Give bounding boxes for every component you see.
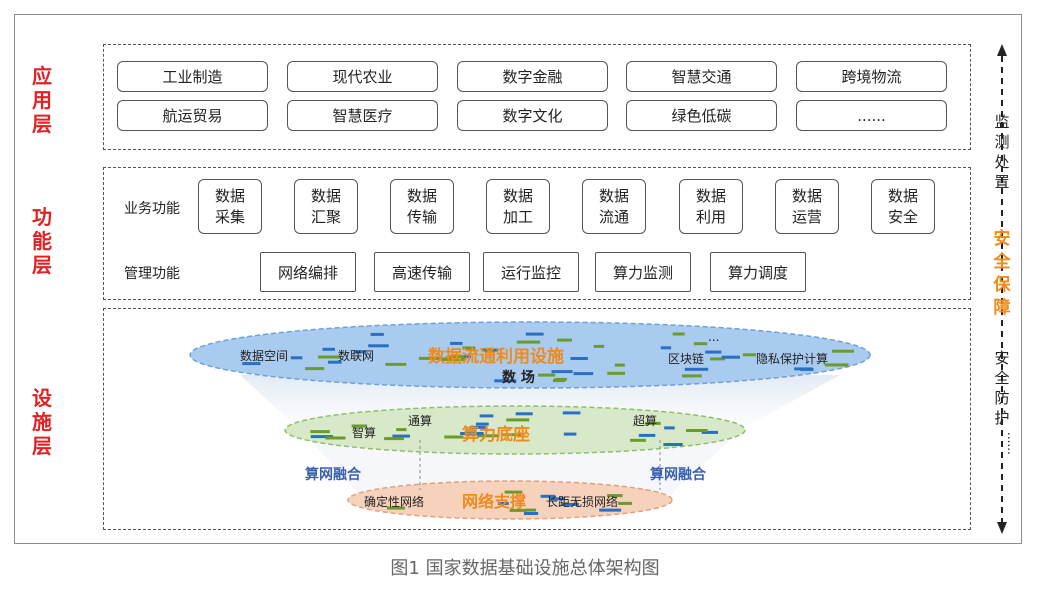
application-panel — [103, 44, 971, 150]
business-function-item: 数据利用 — [679, 179, 743, 234]
data-network-label: 数联网 — [338, 349, 375, 363]
deterministic-network-label: 确定性网络 — [364, 495, 425, 509]
management-function-item: 网络编排 — [260, 252, 356, 292]
application-item: 绿色低碳 — [626, 100, 777, 131]
function-panel — [103, 167, 971, 300]
business-function-item: 数据流通 — [582, 179, 646, 234]
business-function-item: 数据采集 — [198, 179, 262, 234]
data-space-label: 数据空间 — [240, 349, 289, 363]
application-item: 智慧医疗 — [287, 100, 438, 131]
management-function-item: 算力调度 — [710, 252, 806, 292]
computing-base-title: 算力底座 — [462, 425, 530, 445]
application-item: 航运贸易 — [117, 100, 268, 131]
application-item: 跨境物流 — [796, 61, 947, 92]
application-item: 现代农业 — [287, 61, 438, 92]
business-function-item: 数据运营 — [775, 179, 839, 234]
fusion-label-left: 算网融合 — [305, 467, 361, 483]
security-protection-label: 安全防护 — [994, 349, 1010, 427]
intelligent-computing-label: 智算 — [352, 426, 377, 440]
application-item: 工业制造 — [117, 61, 268, 92]
management-function-item: 算力监测 — [595, 252, 691, 292]
business-function-item: 数据安全 — [871, 179, 935, 234]
management-function-item: 运行监控 — [483, 252, 579, 292]
lossless-network-label: 长距无损网络 — [546, 495, 619, 509]
application-item: 数字文化 — [457, 100, 608, 131]
business-function-label: 业务功能 — [124, 201, 180, 217]
network-support-title: 网络支撑 — [462, 492, 527, 511]
super-computing-label: 超算 — [633, 414, 658, 428]
layer-label-function: 功能层 — [32, 205, 52, 277]
right-ellipsis: ...... — [1005, 431, 1019, 455]
facility-panel — [103, 308, 971, 530]
application-item: ...... — [796, 100, 947, 131]
management-function-label: 管理功能 — [124, 266, 180, 282]
business-function-item: 数据加工 — [486, 179, 550, 234]
application-item: 数字金融 — [457, 61, 608, 92]
security-guarantee-label: 安全保障 — [993, 229, 1011, 318]
application-item: 智慧交通 — [626, 61, 777, 92]
privacy-computing-label: 隐私保护计算 — [756, 352, 829, 366]
layer-label-facility: 设施层 — [32, 386, 52, 458]
layer-label-application: 应用层 — [32, 64, 52, 136]
figure-caption: 图1 国家数据基础设施总体架构图 — [390, 558, 660, 579]
data-field-label: 数 场 — [502, 370, 535, 386]
ellipsis-label: ... — [708, 330, 720, 344]
vertical-arrow — [997, 44, 1007, 534]
management-function-item: 高速传输 — [374, 252, 470, 292]
fusion-label-right: 算网融合 — [650, 467, 706, 483]
business-function-item: 数据传输 — [390, 179, 454, 234]
data-circulation-title: 数据流通利用设施 — [428, 347, 564, 367]
general-computing-label: 通算 — [408, 414, 433, 428]
business-function-item: 数据汇聚 — [294, 179, 358, 234]
monitor-disposal-label: 监测处置 — [994, 113, 1010, 191]
blockchain-label: 区块链 — [668, 352, 705, 366]
